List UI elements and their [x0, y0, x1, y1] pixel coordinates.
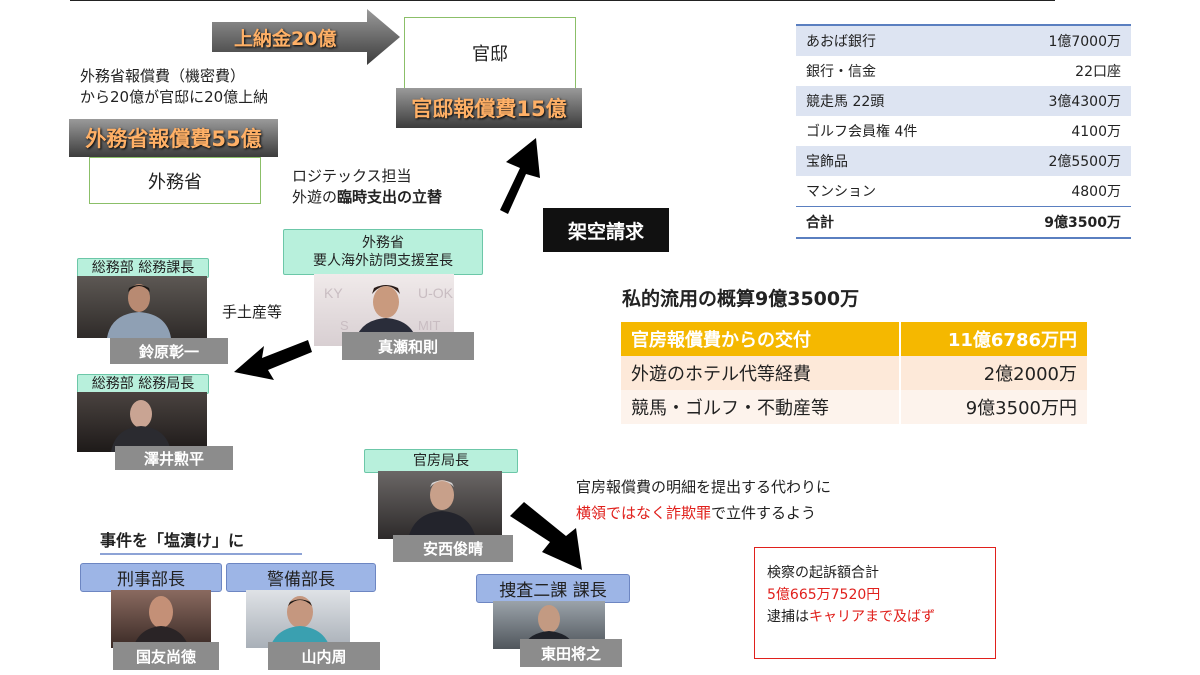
anzai-note-line2-red: 横領ではなく詐欺罪 [576, 504, 712, 522]
mofa-note-line1: 外務省報償費（機密費） [80, 67, 246, 85]
higashida-title-tag: 捜査二課 課長 [476, 574, 630, 603]
svg-text:MIT: MIT [418, 318, 440, 333]
mofa-box: 外務省 [89, 157, 261, 204]
higashida-name-tag: 東田将之 [520, 639, 622, 667]
asset-value: 4800万 [988, 176, 1131, 207]
top-divider-line [70, 0, 1055, 1]
mase-name-tag: 真瀬和則 [342, 332, 474, 360]
summary-value: 9億3500万円 [899, 390, 1087, 424]
anzai-note-line2-rest: で立件するよう [711, 504, 817, 522]
person-silhouette-icon [133, 596, 189, 648]
souvenir-label: 手土産等 [222, 303, 283, 321]
anzai-note: 官房報償費の明細を提出する代わりに 横領ではなく詐欺罪で立件するよう [576, 474, 831, 526]
summary-label: 外遊のホテル代等経費 [621, 356, 900, 390]
anzai-note-line1: 官房報償費の明細を提出する代わりに [576, 478, 832, 496]
prosecution-box: 検察の起訴額合計 5億665万7520円 逮捕はキャリアまで及ばず [754, 547, 996, 659]
logistics-line2-a: 外遊の [292, 188, 338, 206]
asset-value: 4100万 [988, 116, 1131, 146]
asset-value: 2億5500万 [988, 146, 1131, 176]
mofa-fee-label: 外務省報償費55億 [69, 119, 278, 157]
asset-total-value: 9億3500万 [988, 206, 1131, 239]
person-silhouette-icon [111, 400, 171, 452]
asset-total-label: 合計 [796, 206, 989, 239]
svg-text:KY: KY [324, 285, 343, 301]
asset-value: 22口座 [988, 56, 1131, 86]
suzuhara-photo [77, 276, 207, 338]
sawai-name-tag: 澤井勲平 [115, 446, 233, 470]
mofa-note-line2: から20億が官邸に20億上納 [80, 88, 269, 106]
prosecution-line3-b: キャリアまで及ばず [809, 609, 935, 625]
yamauchi-photo [246, 590, 350, 648]
logistics-line1: ロジテックス担当 [292, 167, 412, 185]
summary-title: 私的流用の概算9億3500万 [622, 288, 860, 310]
summary-label: 官房報償費からの交付 [621, 322, 900, 356]
asset-label: あおば銀行 [796, 26, 989, 56]
mase-title-line1: 外務省 [362, 235, 404, 251]
asset-value: 1億7000万 [988, 26, 1131, 56]
summary-value: 11億6786万円 [899, 322, 1087, 356]
fake-claim-label: 架空請求 [543, 208, 669, 252]
yamauchi-title-tag: 警備部長 [226, 563, 376, 592]
person-silhouette-icon [270, 596, 330, 648]
asset-label: 宝飾品 [796, 146, 989, 176]
suzuhara-title-tag: 総務部 総務課長 [77, 258, 209, 278]
suzuhara-name-tag: 鈴原彰一 [110, 338, 228, 364]
prosecution-line3-a: 逮捕は [767, 609, 809, 625]
kunitomo-title-tag: 刑事部長 [80, 563, 222, 592]
prosecution-line1: 検察の起訴額合計 [767, 565, 879, 581]
person-silhouette-icon [408, 480, 476, 539]
svg-text:S: S [340, 318, 349, 333]
asset-label: ゴルフ会員権 4件 [796, 116, 989, 146]
tribute-label: 上納金20億 [234, 27, 337, 50]
yamauchi-name-tag: 山内周 [268, 642, 380, 670]
anzai-name-tag: 安西俊晴 [393, 535, 513, 562]
summary-value: 2億2000万 [899, 356, 1087, 390]
svg-text:U-OK: U-OK [418, 285, 454, 301]
kunitomo-photo [111, 590, 211, 648]
mase-title-tag: 外務省 要人海外訪問支援室長 [283, 229, 483, 275]
down-right-arrow-icon [510, 502, 582, 570]
kantei-box: 官邸 [404, 17, 576, 89]
sawai-title-tag: 総務部 総務局長 [77, 374, 209, 394]
summary-label: 競馬・ゴルフ・不動産等 [621, 390, 900, 424]
kantei-fee-label: 官邸報償費15億 [396, 88, 582, 128]
incident-title: 事件を「塩漬け」に [100, 527, 302, 555]
asset-label: 競走馬 22頭 [796, 86, 989, 116]
mase-title-line2: 要人海外訪問支援室長 [313, 253, 453, 269]
asset-value: 3億4300万 [988, 86, 1131, 116]
logistics-line2-b: 臨時支出の立替 [337, 188, 443, 206]
anzai-photo [378, 471, 502, 539]
tribute-arrow-icon [212, 9, 400, 65]
sawai-photo [77, 392, 207, 452]
anzai-title-tag: 官房局長 [364, 449, 518, 473]
up-arrow-icon [500, 138, 540, 214]
kunitomo-name-tag: 国友尚徳 [113, 642, 219, 670]
down-left-arrow-icon [234, 340, 312, 380]
logistics-note: ロジテックス担当 外遊の臨時支出の立替 [292, 166, 442, 208]
asset-label: マンション [796, 176, 989, 207]
prosecution-line2: 5億665万7520円 [767, 587, 881, 603]
asset-label: 銀行・信金 [796, 56, 989, 86]
person-silhouette-icon [107, 284, 171, 338]
mofa-note: 外務省報償費（機密費） から20億が官邸に20億上納 [80, 66, 268, 108]
